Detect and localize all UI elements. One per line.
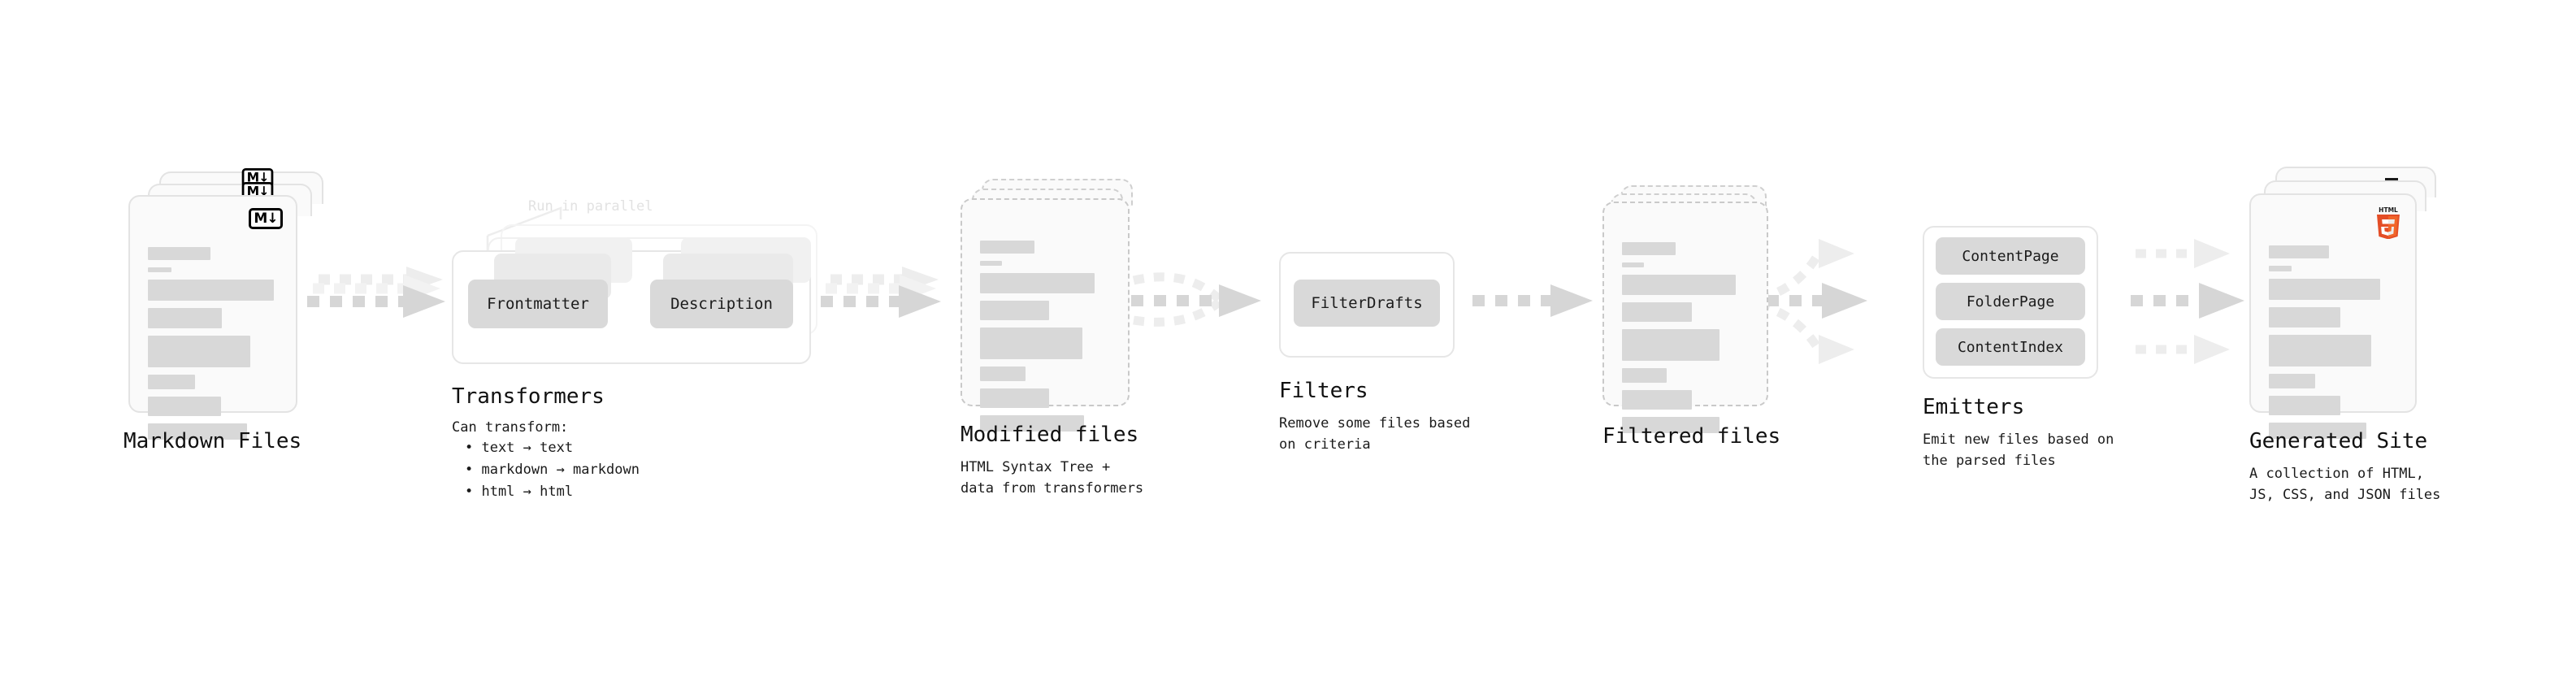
arrow-transformers-to-modified [821,267,941,318]
modified-card-bars [980,234,1110,439]
caption-transformers: Transformers [452,384,605,409]
site-card-front: HTML [2249,193,2417,439]
caption-generated-site: Generated Site [2249,429,2428,453]
arrow-filters-to-filtered [1472,284,1593,317]
caption-emitters: Emitters [1923,395,2025,419]
arrow-filtered-to-emitters [1698,239,1867,364]
pill-folderpage[interactable]: FolderPage [1936,283,2085,320]
svg-text:HTML: HTML [2379,206,2398,214]
subcaption-modified-files: HTML Syntax Tree + data from transformer… [961,459,1144,497]
arrow-markdown-to-transformers [307,267,445,318]
arrow-modified-to-filters [1131,272,1261,327]
subcaption-generated-site: A collection of HTML, JS, CSS, and JSON … [2249,466,2441,504]
filtered-card-front [1602,202,1768,433]
caption-modified-files: Modified files [961,423,1139,447]
arrow-emitters-to-site [2131,239,2244,364]
html5-icon: HTML [2374,205,2402,240]
subcaption-filters: Remove some files based on criteria [1279,415,1471,453]
subcaption-emitters: Emit new files based on the parsed files [1923,432,2114,470]
caption-markdown-files: Markdown Files [124,429,302,453]
run-in-parallel-label: Run in parallel [528,198,653,215]
markdown-icon: M↓ [249,208,283,229]
pill-frontmatter[interactable]: Frontmatter [468,280,608,328]
pill-contentindex[interactable]: ContentIndex [1936,328,2085,366]
pill-filterdrafts[interactable]: FilterDrafts [1294,280,1440,327]
caption-filtered-files: Filtered files [1602,424,1781,449]
pill-description[interactable]: Description [650,280,793,328]
pill-contentpage[interactable]: ContentPage [1936,237,2085,275]
subcaption-transformers: Can transform: [452,419,569,436]
site-card-bars [2269,229,2397,446]
modified-card-front [961,198,1130,432]
filtered-card-bars [1622,237,1749,440]
caption-filters: Filters [1279,379,1368,403]
transformers-bullet-2: • html → html [465,484,574,500]
markdown-card-front: M↓ [128,195,297,440]
markdown-card-bars [148,231,278,447]
transformers-bullet-1: • markdown → markdown [465,462,640,478]
transformers-bullet-0: • text → text [465,440,574,456]
